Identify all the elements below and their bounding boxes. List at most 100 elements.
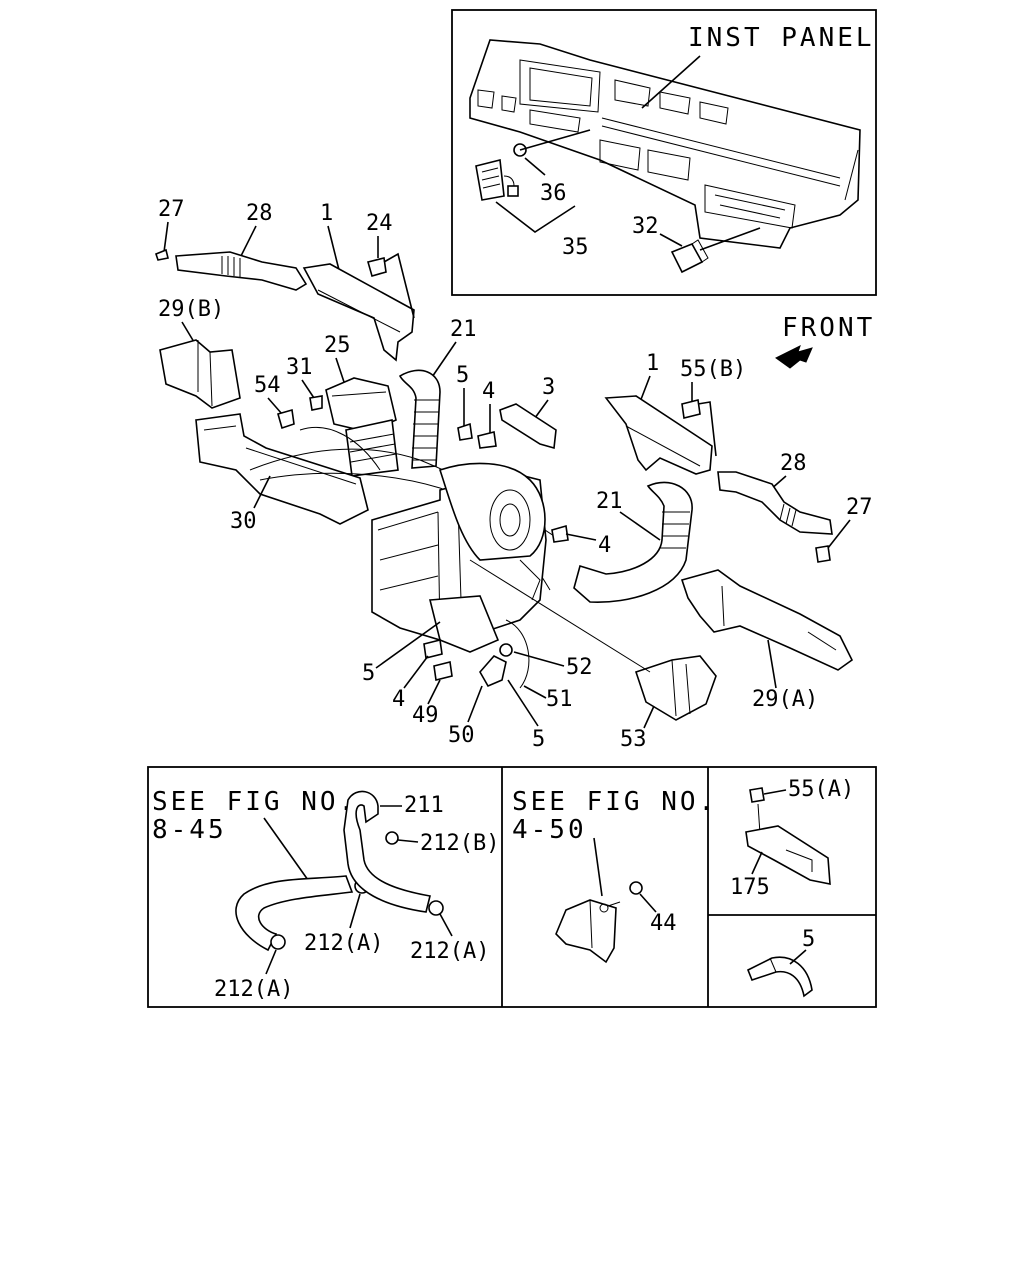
- bracket-3: [499, 403, 557, 450]
- ref-450-line2: 4-50: [512, 815, 587, 845]
- ref-845-line2: 8-45: [152, 815, 227, 845]
- bracket-part: [555, 899, 617, 964]
- callout-31: 31: [286, 355, 313, 380]
- leader-ref-845: [263, 817, 309, 881]
- duct-1-left: [302, 263, 415, 362]
- hose-21-right: [573, 481, 693, 603]
- callout-28-right: 28: [780, 451, 807, 476]
- callout-21-left: 21: [450, 317, 477, 342]
- clamp-212a-3: [270, 934, 286, 950]
- leader-25: [335, 357, 345, 383]
- hose-21-left: [398, 369, 441, 469]
- leader-53: [643, 705, 655, 729]
- callout-3: 3: [542, 375, 555, 400]
- leader-53-connector: [469, 559, 651, 673]
- leader-52: [513, 651, 565, 667]
- panel-clip-5: 5: [746, 927, 815, 998]
- ref-845-line1: SEE FIG NO.: [152, 787, 357, 817]
- callout-55a: 55(A): [788, 777, 854, 802]
- switch-35: [475, 159, 519, 201]
- screw-31: [309, 395, 323, 411]
- callout-5-upper: 5: [456, 363, 469, 388]
- hose-211: [343, 790, 431, 913]
- ref-450-line1: SEE FIG NO.: [512, 787, 717, 817]
- screw-24: [367, 257, 387, 277]
- callout-30: 30: [230, 509, 257, 534]
- bolt-36: [513, 129, 591, 157]
- callout-211: 211: [404, 793, 444, 818]
- leader-50: [467, 685, 483, 723]
- instrument-panel-drawing: [469, 39, 861, 249]
- bottom-panels: SEE FIG NO. 8-45 211 212(B) 212(A) 212(A…: [147, 766, 877, 1008]
- screw-54: [277, 408, 295, 430]
- heater-unit-assembly: FRONT 27 28 1 24 29(B) 25 31: [155, 197, 875, 752]
- callout-212a-2: 212(A): [410, 939, 489, 964]
- callout-27-right: 27: [846, 495, 873, 520]
- leader-55b-2: [697, 401, 717, 457]
- leader-27-right: [827, 519, 851, 549]
- bottom-frame: [147, 766, 877, 1008]
- blower-motor: [438, 462, 546, 561]
- callout-212a-3: 212(A): [214, 977, 293, 1002]
- callout-44: 44: [650, 911, 677, 936]
- relay-32: [670, 239, 709, 274]
- leader-27-left: [163, 221, 169, 253]
- leader-36: [524, 157, 546, 176]
- callout-53: 53: [620, 727, 647, 752]
- front-label: FRONT: [782, 313, 875, 343]
- leader-inst-panel: [641, 55, 701, 109]
- callout-49: 49: [412, 703, 439, 728]
- duct-53: [634, 655, 717, 721]
- duct-25: [325, 377, 397, 433]
- leader-212b: [397, 839, 419, 843]
- callout-27-left: 27: [158, 197, 185, 222]
- leader-32: [699, 227, 761, 251]
- callout-55b: 55(B): [680, 357, 746, 382]
- hose-left: [235, 875, 354, 952]
- callout-54: 54: [254, 373, 281, 398]
- callout-36: 36: [540, 181, 567, 206]
- clamp-212a-2: [428, 900, 444, 916]
- panel-bracket: SEE FIG NO. 4-50 44: [512, 787, 717, 964]
- leader-4-mid: [565, 533, 597, 541]
- duct-29a: [680, 569, 854, 671]
- callout-212a-1: 212(A): [304, 931, 383, 956]
- nut-44: [629, 881, 643, 895]
- clamp-212b: [385, 831, 399, 845]
- clip-5: [746, 956, 813, 998]
- callout-32: 32: [632, 214, 659, 239]
- cable-51: [505, 619, 530, 689]
- front-arrow-icon: [775, 345, 813, 369]
- leader-5-clip: [789, 949, 807, 965]
- clip-5-upper: [457, 422, 473, 441]
- leader-54: [267, 397, 283, 415]
- callout-5-lower: 5: [532, 727, 545, 752]
- leader-28-left: [239, 225, 257, 259]
- leader-32b: [659, 233, 683, 247]
- screw-27-left: [155, 248, 169, 261]
- leader-1-right: [639, 375, 651, 403]
- callout-29b: 29(B): [158, 297, 224, 322]
- callout-5-lower-left: 5: [362, 661, 375, 686]
- leader-30: [253, 475, 271, 509]
- callout-4-lower: 4: [392, 687, 405, 712]
- callout-25: 25: [324, 333, 351, 358]
- callout-1-right: 1: [646, 351, 659, 376]
- bolt-4-upper: [477, 431, 497, 449]
- callout-21-right: 21: [596, 489, 623, 514]
- callout-212b: 212(B): [420, 831, 499, 856]
- callout-5-clip: 5: [802, 927, 815, 952]
- bolt-4-mid: [551, 524, 569, 543]
- leader-21-right: [619, 511, 661, 541]
- leader-1-left: [327, 225, 341, 275]
- lower-case: [428, 595, 500, 653]
- duct-28-left: [175, 251, 308, 291]
- callout-24: 24: [366, 211, 393, 236]
- leader-ref-450: [593, 837, 603, 897]
- duct-29b: [159, 339, 241, 409]
- duct-1-right: [604, 395, 713, 475]
- leader-49: [427, 679, 441, 705]
- callout-4-mid: 4: [598, 533, 611, 558]
- bolt-49: [433, 661, 453, 681]
